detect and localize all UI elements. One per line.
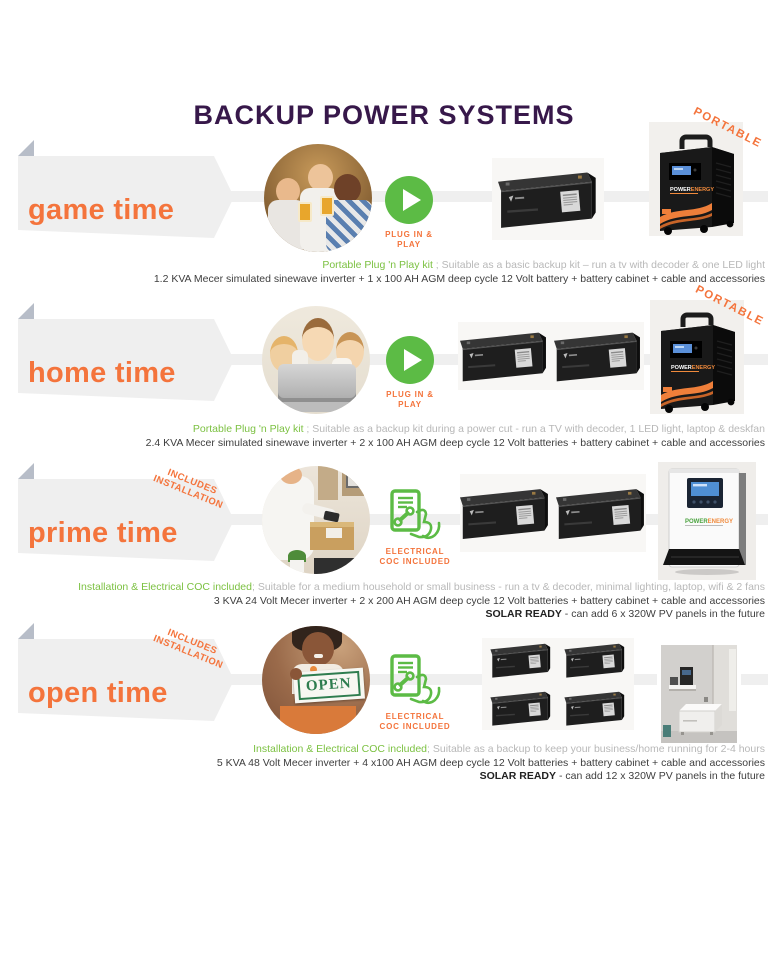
open-sign: OPEN bbox=[293, 667, 365, 704]
battery-200ah bbox=[556, 488, 645, 540]
row-caption: Installation & Electrical COC included; … bbox=[78, 581, 765, 622]
row-title-prime-time: prime time bbox=[28, 517, 178, 550]
electrical-coc-label: ELECTRICAL COC INCLUDED bbox=[379, 547, 451, 566]
row-caption: Portable Plug 'n Play kit ; Suitable as … bbox=[146, 423, 765, 450]
row-banner-ribbon bbox=[18, 303, 234, 401]
kit-spec: 3 KVA 24 Volt Mecer inverter + 2 x 200 A… bbox=[213, 594, 765, 607]
home-time-photo bbox=[262, 306, 370, 414]
play-icon bbox=[386, 336, 434, 384]
wall-inverter bbox=[663, 468, 747, 576]
play-icon bbox=[385, 176, 433, 224]
battery-200ah bbox=[460, 488, 549, 540]
battery-100ah bbox=[564, 691, 625, 727]
inverter-trolley-image bbox=[649, 122, 743, 236]
solar-ready-detail: - can add 6 x 320W PV panels in the futu… bbox=[561, 608, 765, 620]
kit-spec: 2.4 KVA Mecer simulated sinewave inverte… bbox=[145, 436, 765, 449]
row-banner-ribbon bbox=[18, 623, 234, 721]
electrical-coc-icon bbox=[390, 654, 442, 705]
kit-detail: ; Suitable as a backup kit during a powe… bbox=[303, 423, 765, 435]
game-time-photo bbox=[264, 144, 372, 252]
plug-in-play-label: PLUG IN & PLAY bbox=[385, 230, 433, 249]
inverter-trolley bbox=[651, 301, 743, 413]
page-title: BACKUP POWER SYSTEMS bbox=[193, 100, 575, 131]
kit-detail: ; Suitable for a medium household or sma… bbox=[251, 581, 765, 593]
electrical-coc-icon bbox=[390, 489, 442, 540]
row-banner-ribbon bbox=[18, 463, 234, 561]
row-title-game-time: game time bbox=[28, 194, 175, 227]
battery-pair-image bbox=[460, 474, 646, 552]
solar-ready-label: SOLAR READY bbox=[485, 608, 562, 620]
solar-ready-label: SOLAR READY bbox=[479, 770, 557, 782]
inverter-trolley-image bbox=[650, 300, 744, 414]
installation-photo bbox=[656, 640, 742, 748]
wall-inverter-image bbox=[658, 462, 756, 580]
kit-name: Portable Plug 'n Play kit bbox=[192, 423, 304, 435]
inverter-trolley bbox=[650, 123, 742, 235]
row-banner-ribbon bbox=[18, 140, 234, 238]
battery-100ah bbox=[490, 643, 551, 679]
row-title-home-time: home time bbox=[28, 357, 176, 390]
installed-system-picture bbox=[657, 641, 741, 747]
kit-name: Portable Plug 'n Play kit bbox=[322, 259, 433, 271]
kit-name: Installation & Electrical COC included bbox=[253, 743, 428, 755]
row-title-open-time: open time bbox=[28, 677, 168, 710]
kit-detail: ; Suitable as a backup to keep your busi… bbox=[427, 743, 765, 755]
prime-time-photo bbox=[262, 466, 370, 574]
battery-100ah bbox=[490, 691, 551, 727]
kit-spec: 5 KVA 48 Volt Mecer inverter + 4 x100 AH… bbox=[216, 756, 765, 769]
solar-ready-detail: - can add 12 x 320W PV panels in the fut… bbox=[556, 770, 765, 782]
battery-100ah bbox=[554, 332, 641, 382]
open-time-photo: OPEN bbox=[262, 626, 370, 734]
battery-product-image bbox=[492, 158, 604, 240]
battery-100ah bbox=[460, 332, 547, 382]
battery-100ah bbox=[564, 643, 625, 679]
row-caption: Portable Plug 'n Play kit ; Suitable as … bbox=[154, 259, 765, 286]
battery-100ah bbox=[498, 171, 597, 229]
kit-detail: ; Suitable as a basic backup kit – run a… bbox=[432, 259, 765, 271]
electrical-coc-label: ELECTRICAL COC INCLUDED bbox=[379, 712, 451, 731]
kit-spec: 1.2 KVA Mecer simulated sinewave inverte… bbox=[153, 272, 765, 285]
battery-bank-image bbox=[482, 638, 634, 730]
row-caption: Installation & Electrical COC included; … bbox=[217, 743, 765, 784]
battery-pair-image bbox=[458, 322, 644, 390]
kit-name: Installation & Electrical COC included bbox=[78, 581, 252, 593]
plug-in-play-label: PLUG IN & PLAY bbox=[386, 390, 434, 409]
open-sign-text: OPEN bbox=[297, 670, 361, 701]
